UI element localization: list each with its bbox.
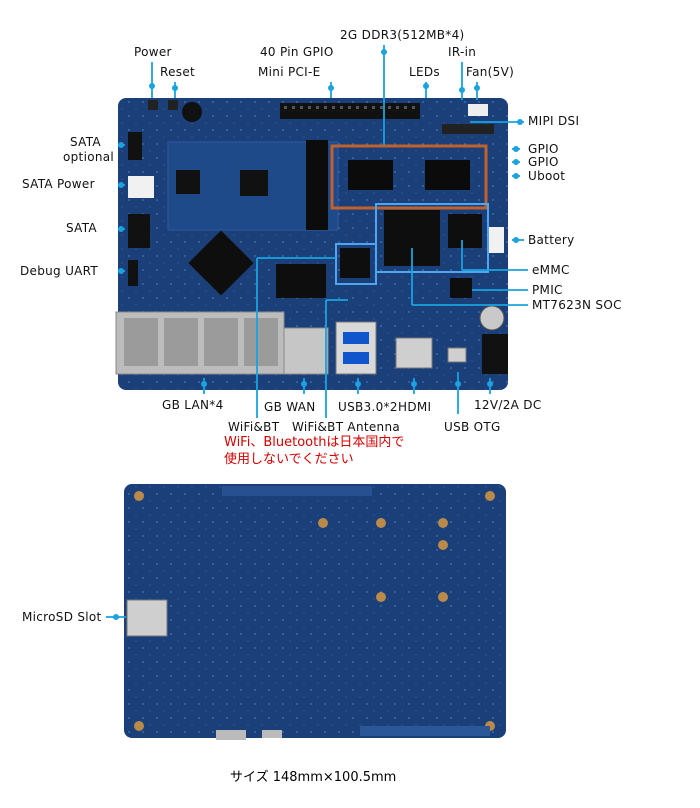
label-40pin-gpio: 40 Pin GPIO [260,45,334,59]
label-gb-wan: GB WAN [264,400,316,414]
label-pmic: PMIC [532,283,563,297]
label-soc: MT7623N SOC [532,298,622,312]
hdmi-port [395,337,433,369]
top-board [115,98,508,390]
usb-otg-port [447,347,467,363]
bottom-board [124,484,506,740]
label-mipi-dsi: MIPI DSI [528,114,580,128]
label-leds: LEDs [409,65,440,79]
warning-line-2: 使用しないでください [224,452,354,467]
label-sata-power: SATA Power [22,177,95,191]
label-power: Power [134,45,172,59]
warning-line-1: WiFi、Bluetoothは日本国内で [224,435,405,450]
label-wifibt: WiFi&BT [228,420,280,434]
label-ddr3: 2G DDR3(512MB*4) [340,28,465,42]
label-ir-in: IR-in [448,45,477,59]
label-emmc: eMMC [532,263,570,277]
callout-dots [118,49,523,387]
label-dc: 12V/2A DC [474,398,542,412]
label-usb3: USB3.0*2 [338,400,398,414]
label-gpio-a: GPIO [528,142,559,156]
size-caption: サイズ 148mm×100.5mm [230,770,397,785]
minipcie-slot [306,140,328,230]
label-minipcie: Mini PCI-E [258,65,321,79]
dc-jack [482,334,508,374]
label-reset: Reset [160,65,196,79]
power-button [148,100,158,110]
gpio-header [280,103,420,119]
microsd-slot [126,599,168,637]
reset-button [168,100,178,110]
label-sata: SATA [66,221,97,235]
label-debug-uart: Debug UART [20,264,99,278]
gb-wan-port [283,327,329,375]
sata-power-connector [128,176,154,198]
label-battery: Battery [528,233,575,247]
label-usb-otg: USB OTG [444,420,501,434]
label-microsd: MicroSD Slot [22,610,102,624]
label-wifibt-antenna: WiFi&BT Antenna [292,420,400,434]
label-sata-optional-1: SATA [70,135,101,149]
label-uboot: Uboot [528,169,566,183]
label-hdmi: HDMI [398,400,432,414]
label-gpio-b: GPIO [528,155,559,169]
label-gb-lan: GB LAN*4 [162,398,224,412]
label-fan: Fan(5V) [466,65,515,79]
usb3-port [335,321,377,375]
label-sata-optional-2: optional [63,150,115,164]
